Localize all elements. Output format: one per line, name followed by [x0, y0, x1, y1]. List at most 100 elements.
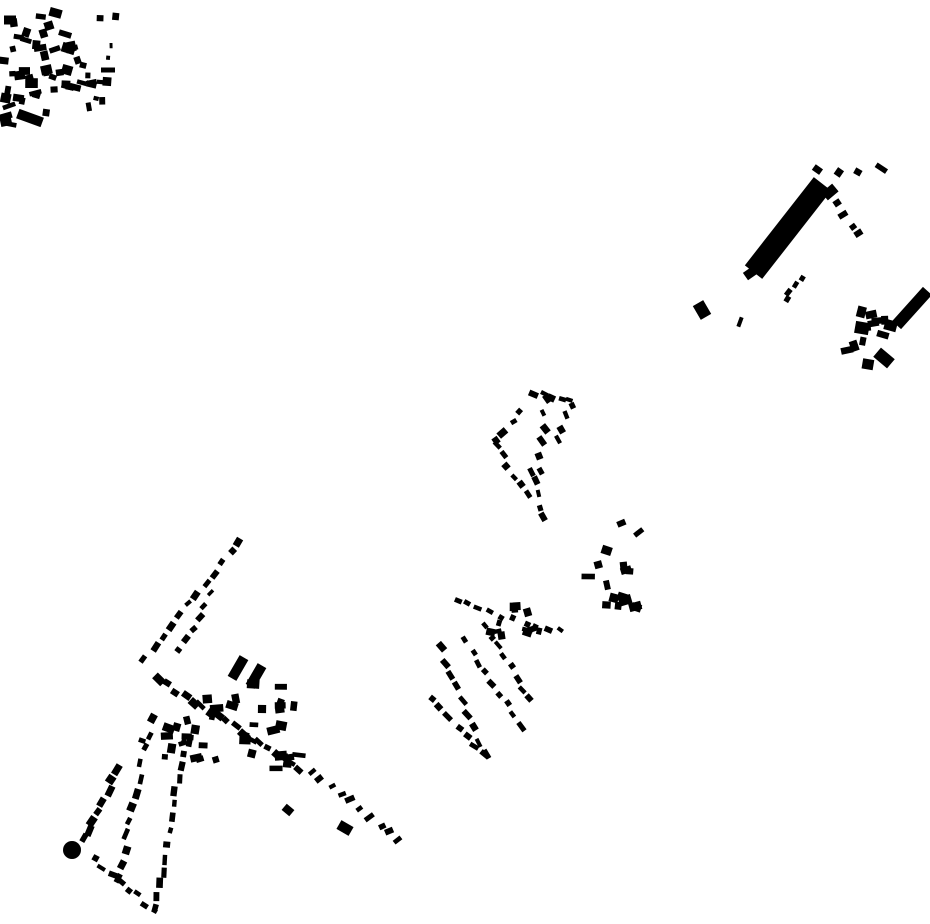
building [293, 764, 304, 775]
building [480, 667, 489, 676]
building [85, 78, 98, 87]
building [246, 748, 257, 759]
building [109, 42, 113, 49]
building [124, 886, 134, 895]
building [630, 602, 643, 613]
building [102, 76, 112, 87]
building [126, 801, 137, 813]
building [180, 690, 193, 701]
building [161, 867, 167, 878]
building [445, 669, 456, 681]
building [111, 763, 123, 777]
building [190, 724, 201, 735]
building [692, 300, 712, 320]
building [442, 710, 454, 723]
building [165, 620, 177, 633]
building [274, 707, 285, 714]
building [522, 607, 533, 618]
building [228, 546, 238, 556]
building [470, 648, 478, 657]
building [4, 85, 12, 96]
building [60, 64, 74, 77]
building [43, 20, 55, 32]
building [137, 774, 145, 785]
building [495, 690, 504, 699]
building [96, 796, 107, 808]
building [855, 305, 867, 319]
building [170, 785, 178, 797]
building [104, 784, 116, 798]
building [253, 736, 264, 747]
building [538, 511, 548, 523]
building [194, 699, 206, 711]
building [501, 461, 511, 471]
building [281, 803, 295, 817]
building [138, 737, 147, 744]
building [854, 320, 870, 336]
building [150, 640, 162, 653]
building [189, 589, 201, 602]
building [472, 604, 483, 612]
building [85, 102, 93, 112]
building [48, 73, 58, 81]
building [263, 743, 272, 752]
building [199, 602, 208, 611]
building [2, 101, 16, 111]
building [202, 578, 212, 589]
building [493, 628, 502, 635]
building [474, 737, 483, 748]
building [151, 907, 158, 914]
building [481, 621, 489, 630]
building [499, 449, 509, 460]
building [84, 824, 95, 837]
building [460, 635, 469, 644]
building [451, 680, 461, 691]
building [509, 417, 518, 426]
building [166, 742, 177, 754]
building [508, 710, 517, 719]
building [536, 466, 545, 476]
building [433, 701, 444, 712]
building [124, 816, 133, 826]
building [93, 95, 100, 102]
building [363, 812, 375, 823]
building [515, 407, 524, 416]
building [742, 263, 762, 281]
building [355, 805, 364, 813]
building [513, 674, 523, 685]
building [864, 309, 878, 320]
building [798, 274, 806, 282]
building [474, 658, 482, 669]
building [180, 750, 187, 758]
building [534, 451, 544, 461]
building [892, 286, 930, 330]
building [257, 704, 267, 714]
building [568, 401, 577, 410]
building [853, 228, 864, 239]
building [392, 835, 403, 845]
building [39, 50, 50, 62]
building [736, 316, 744, 328]
building [543, 625, 554, 634]
building [290, 701, 298, 712]
building [61, 80, 71, 89]
building [493, 640, 503, 650]
building [616, 518, 627, 528]
building [462, 599, 472, 607]
building [40, 64, 53, 76]
building [0, 56, 9, 65]
building [525, 624, 538, 634]
building [859, 336, 867, 346]
building [12, 93, 25, 103]
building [138, 654, 148, 664]
building [171, 799, 177, 807]
building [507, 661, 517, 670]
building [439, 657, 451, 670]
building [837, 209, 849, 220]
building [105, 55, 111, 61]
building [479, 749, 491, 760]
building [174, 646, 183, 654]
building [211, 755, 220, 764]
building [159, 632, 168, 642]
